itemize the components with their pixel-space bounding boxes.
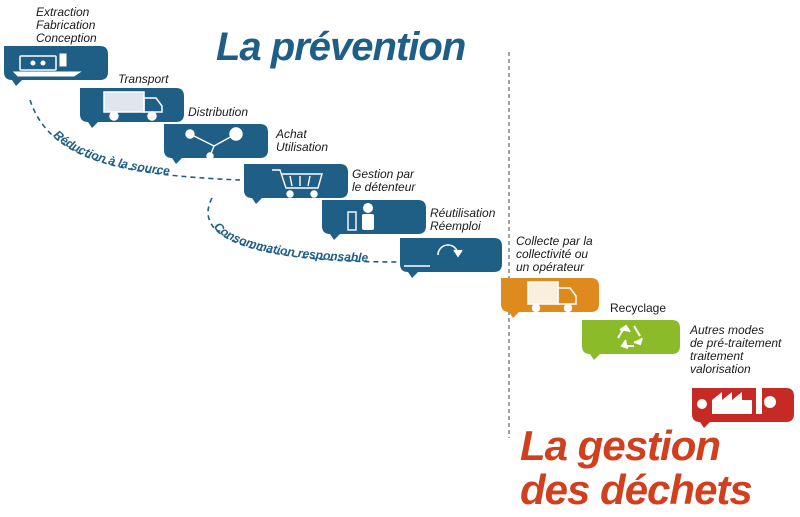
shopping-cart-icon	[272, 169, 323, 198]
step-label-recyclage: Recyclage	[610, 301, 667, 315]
step-label-reutilisation: Réutilisation Réemploi	[430, 206, 496, 233]
step-label-distribution: Distribution	[188, 105, 249, 119]
gestion-title: La gestion des déchets	[520, 422, 753, 513]
step-label-extraction: Extraction Fabrication Conception	[36, 5, 97, 45]
step-label-achat: Achat Utilisation	[276, 127, 329, 154]
person-bin-icon	[347, 203, 374, 231]
reduction-arc-label: Réduction à la source	[51, 127, 171, 178]
factory-ship-icon	[12, 53, 82, 77]
collection-truck-icon	[527, 281, 577, 313]
distribution-network-icon	[185, 127, 243, 160]
step-label-gestion: Gestion par le détenteur	[352, 167, 416, 194]
step-label-transport: Transport	[118, 72, 169, 86]
step-box-reutilisation	[400, 238, 502, 278]
recycle-icon	[617, 324, 643, 349]
treatment-plant-icon	[697, 388, 776, 414]
prevention-title: La prévention	[216, 25, 466, 69]
step-label-collecte: Collecte par la collectivité ou un opéra…	[516, 234, 593, 274]
step-box-distribution	[164, 124, 268, 164]
reuse-arrows-icon	[404, 244, 463, 267]
step-label-traitement: Autres modes de pré-traitement traitemen…	[690, 323, 782, 376]
step-box-achat	[244, 164, 348, 204]
truck-icon	[103, 91, 163, 121]
step-box-recyclage	[582, 320, 680, 360]
